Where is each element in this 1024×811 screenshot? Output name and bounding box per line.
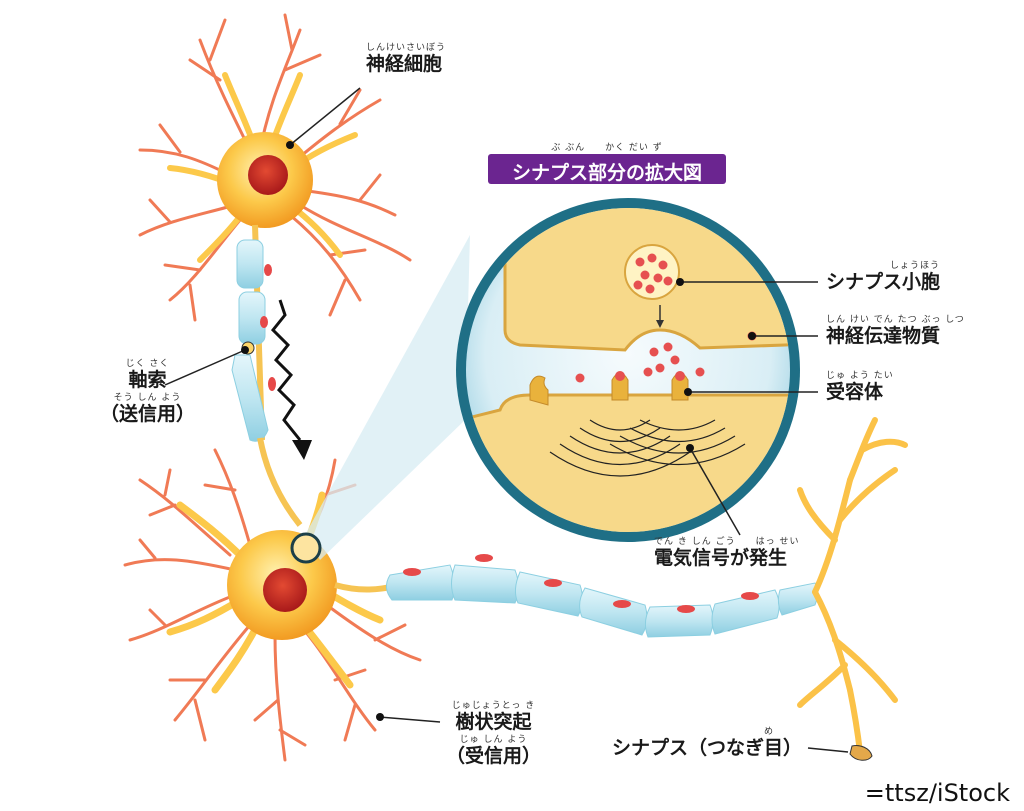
title-ruby: ぶ ぶん かく だい ず [551,143,663,153]
title-banner: シナプス部分の拡大図 [488,154,726,184]
label-axon-ruby: じく さく [125,359,170,369]
label-dendrite-text: 樹状突起 [455,711,532,733]
lower-nucleus [263,568,307,612]
image-credit: =ttsz/iStock [864,779,1010,807]
label-synapse-ruby: め [764,727,775,737]
zoom-cone [305,235,470,560]
label-axon-sub-ruby: そう しん よう [113,393,182,403]
label-neuron-cell-text: 神経細胞 [366,53,443,75]
lower-axon [334,554,818,638]
label-dendrite-sub-ruby: じゅ しん よう [459,735,528,745]
label-axon-sub: （送信用） [100,403,196,425]
leader-lines [164,87,849,753]
label-electric-signal-ruby: でん き しん ごう はっ せい [654,537,800,547]
upper-nucleus [248,155,288,195]
label-synapse: め シナプス（つなぎ目） [612,728,802,758]
label-neuron-cell-ruby: しんけいさいぼう [366,43,447,53]
label-dendrite-sub: （受信用） [446,745,542,767]
label-synapse-text: シナプス（つなぎ目） [612,737,803,759]
label-receptor: じゅ よう たい 受容体 [826,372,894,402]
signal-arrow [270,299,312,460]
label-synaptic-vesicle-text: シナプス小胞 [826,271,941,293]
label-axon-text: 軸索 [128,369,167,391]
label-electric-signal: でん き しん ごう はっ せい 電気信号が発生 [654,538,799,568]
label-neurotransmitter-ruby: しん けい でん たつ ぶっ しつ [826,315,965,325]
label-receptor-ruby: じゅ よう たい [826,371,894,381]
label-synaptic-vesicle-ruby: しょうほう [890,261,941,271]
title-text: シナプス部分の拡大図 [511,162,702,184]
upper-axon [231,224,303,527]
label-dendrite: じゅじょうとっ き 樹状突起 じゅ しん よう （受信用） [446,702,541,766]
label-axon: じく さく 軸索 そう しん よう （送信用） [100,360,195,424]
leader-dots [241,141,756,721]
label-synaptic-vesicle: しょうほう シナプス小胞 [826,262,940,292]
magnified-view [456,198,800,542]
axon-terminals [797,417,908,755]
label-electric-signal-text: 電気信号が発生 [654,547,788,569]
label-dendrite-ruby: じゅじょうとっ き [451,701,536,711]
synapse-terminal [849,745,873,761]
label-receptor-text: 受容体 [826,381,884,403]
label-neurotransmitter: しん けい でん たつ ぶっ しつ 神経伝達物質 [826,316,965,346]
synapse-highlight [290,532,322,564]
label-neuron-cell: しんけいさいぼう 神経細胞 [366,44,446,74]
label-neurotransmitter-text: 神経伝達物質 [826,325,941,347]
